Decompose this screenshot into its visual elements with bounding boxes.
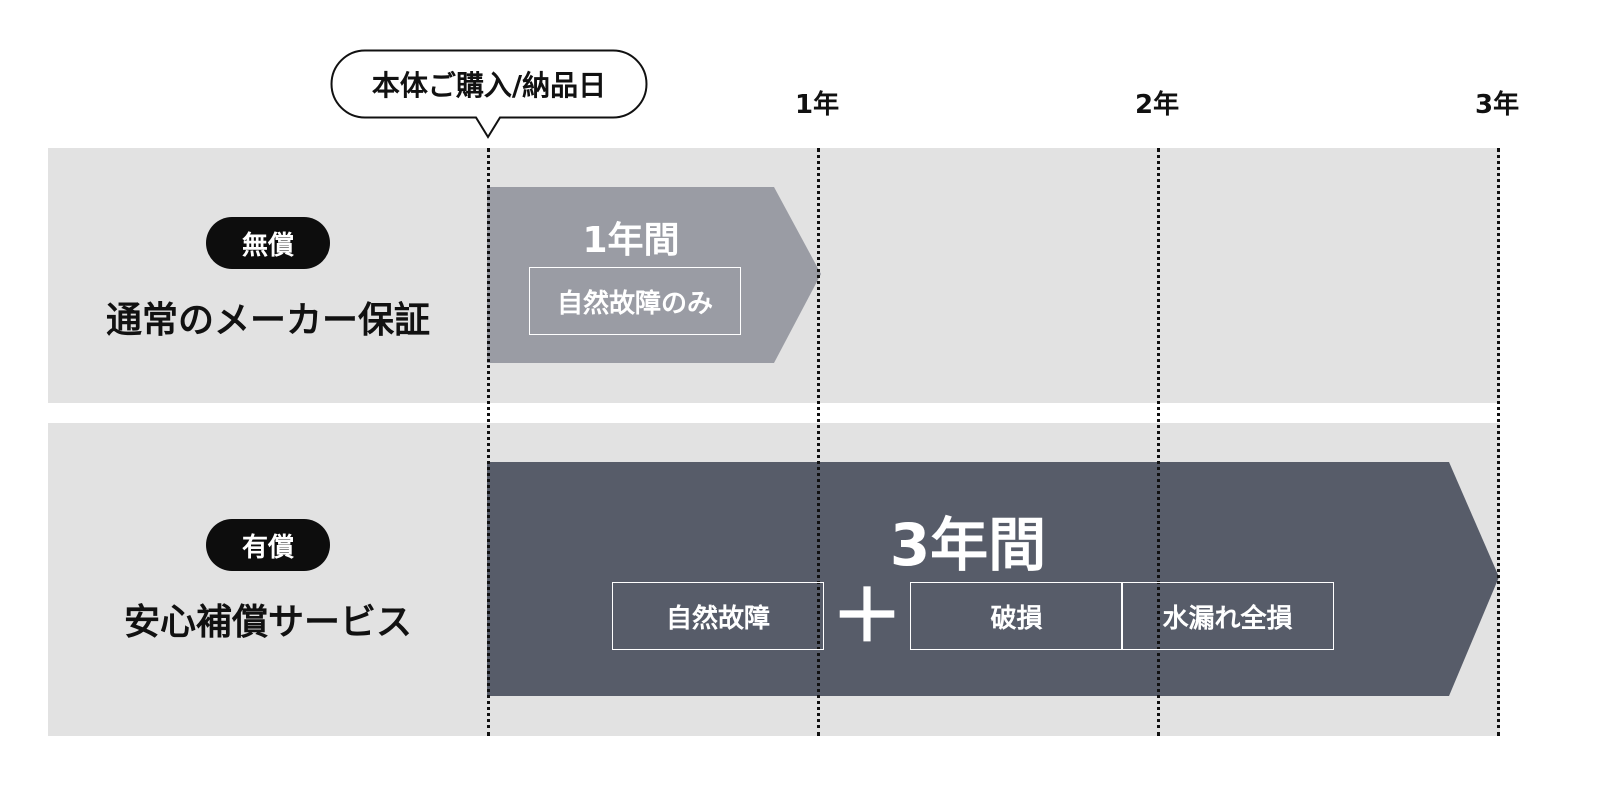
paid-coverage-basic-box: 自然故障 [612, 582, 824, 650]
free-duration: 1年間 [582, 220, 680, 261]
year-2-label: 2年 [1135, 90, 1180, 120]
start-guide-line [487, 148, 490, 736]
year-3-label: 3年 [1475, 90, 1520, 120]
year2-guide-line [1157, 148, 1160, 736]
purchase-date-label: 本体ご購入/納品日 [371, 69, 607, 102]
free-plan-arrow [487, 187, 821, 363]
year-1-label: 1年 [795, 90, 840, 120]
paid-badge: 有償 [206, 519, 330, 571]
paid-duration: 3年間 [889, 511, 1047, 579]
paid-plan-arrow [487, 462, 1499, 696]
free-badge: 無償 [206, 217, 330, 269]
year1-guide-line [817, 148, 820, 736]
paid-coverage-water-box: 水漏れ全損 [1121, 582, 1334, 650]
plus-icon: ＋ [831, 574, 904, 658]
paid-coverage-breakage-box: 破損 [910, 582, 1123, 650]
paid-plan-name: 安心補償サービス [123, 602, 412, 643]
purchase-date-callout: 本体ご購入/納品日 [330, 49, 648, 139]
year3-guide-line [1497, 148, 1500, 736]
free-coverage-box: 自然故障のみ [529, 267, 741, 335]
free-plan-name: 通常のメーカー保証 [105, 300, 430, 341]
